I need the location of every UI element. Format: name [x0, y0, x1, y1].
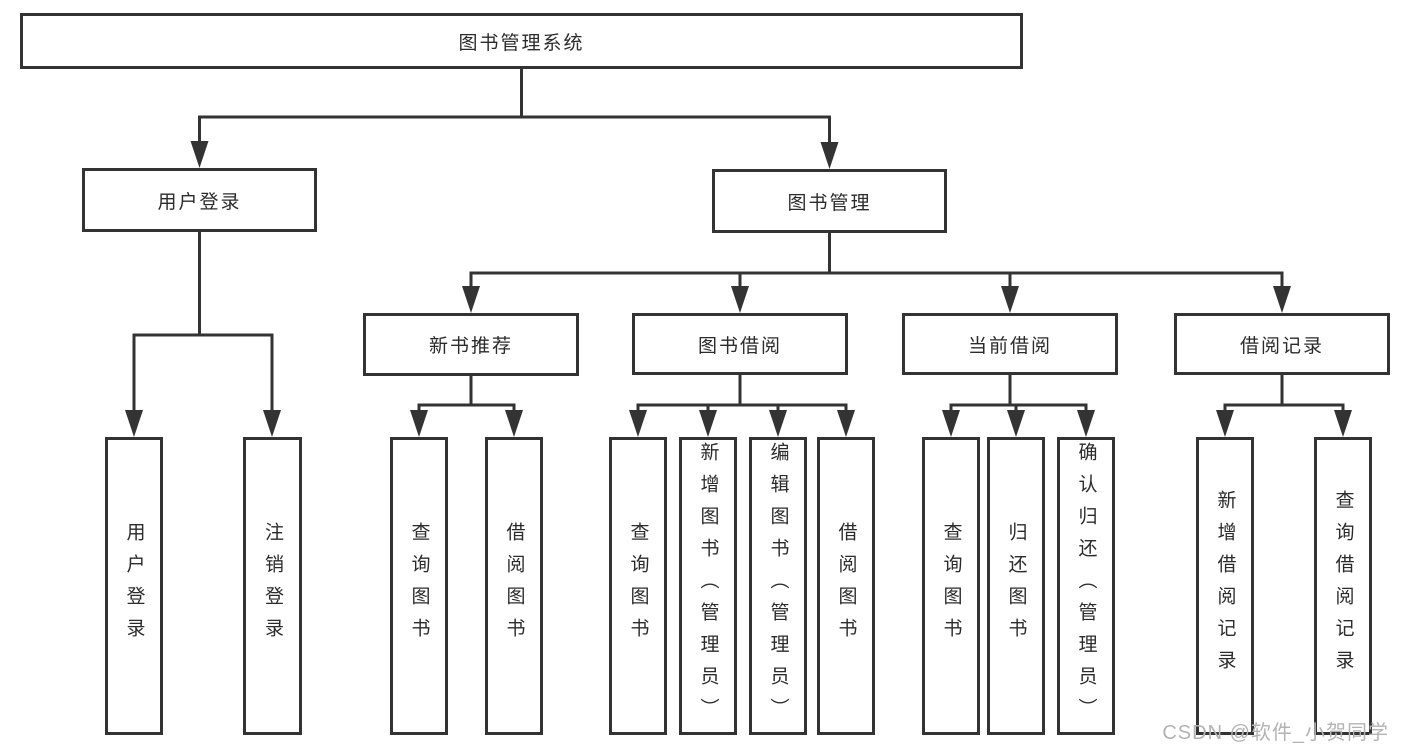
node-root-library-system: 图书管理系统	[20, 13, 1023, 69]
node-user-login-module: 用户登录	[82, 168, 317, 232]
node-borrow-records: 借阅记录	[1174, 313, 1390, 375]
leaf-logout: 注销登录	[243, 437, 302, 735]
leaf-query-books-recommend: 查询图书	[390, 437, 448, 735]
connector-paths	[132, 67, 1345, 416]
arrowheads	[125, 141, 1352, 437]
leaf-borrow-books: 借阅图书	[817, 437, 875, 735]
csdn-watermark: CSDN @软件_小贺同学	[1162, 722, 1389, 744]
leaf-add-borrow-record: 新增借阅记录	[1196, 437, 1254, 735]
leaf-query-books-borrow: 查询图书	[609, 437, 667, 735]
leaf-borrow-books-recommend: 借阅图书	[485, 437, 543, 735]
leaf-return-books: 归还图书	[987, 437, 1045, 735]
leaf-edit-book-admin: 编辑图书（管理员）	[749, 437, 807, 735]
node-new-book-recommend: 新书推荐	[363, 313, 579, 376]
node-current-borrow: 当前借阅	[902, 313, 1118, 375]
leaf-confirm-return-admin: 确认归还（管理员）	[1057, 437, 1115, 735]
leaf-query-borrow-record: 查询借阅记录	[1314, 437, 1372, 735]
node-book-borrow: 图书借阅	[632, 313, 848, 375]
leaf-add-book-admin: 新增图书（管理员）	[679, 437, 737, 735]
leaf-query-books-current: 查询图书	[922, 437, 980, 735]
leaf-user-login: 用户登录	[105, 437, 163, 735]
node-book-management-module: 图书管理	[712, 169, 947, 233]
